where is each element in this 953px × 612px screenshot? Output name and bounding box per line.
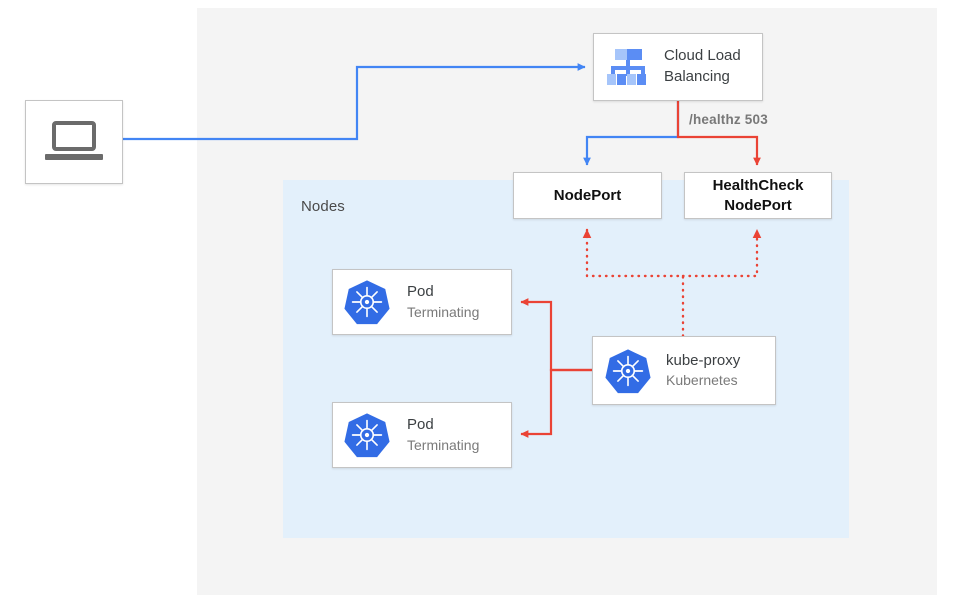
cloud-load-balancing-node[interactable]: Cloud Load Balancing <box>593 33 763 101</box>
pod-status-2: Terminating <box>407 436 480 453</box>
kube-proxy-subtitle: Kubernetes <box>666 372 738 389</box>
kube-proxy-node[interactable]: kube-proxy Kubernetes <box>592 336 776 405</box>
cloud-load-balancing-title-line1: Cloud Load <box>664 47 741 65</box>
kubernetes-icon <box>344 280 390 325</box>
nodes-region-label: Nodes <box>301 198 345 215</box>
healthcheck-nodeport-label: HealthCheck NodePort <box>685 176 831 216</box>
client-laptop-node[interactable] <box>25 100 123 184</box>
cloud-load-balancing-icon <box>605 49 651 85</box>
pod-text-2: Pod Terminating <box>407 415 479 455</box>
pod-text-1: Pod Terminating <box>407 282 479 322</box>
pod-status-1: Terminating <box>407 303 480 320</box>
kube-proxy-text: kube-proxy Kubernetes <box>666 351 740 391</box>
nodeport-node[interactable]: NodePort <box>513 172 662 219</box>
pod-node-1[interactable]: Pod Terminating <box>332 269 512 335</box>
laptop-icon <box>45 121 103 163</box>
cloud-load-balancing-title-line2: Balancing <box>664 68 730 85</box>
healthz-edge-label: /healthz 503 <box>689 112 768 127</box>
pod-title-1: Pod <box>407 283 434 300</box>
pod-node-2[interactable]: Pod Terminating <box>332 402 512 468</box>
nodeport-label: NodePort <box>553 186 622 204</box>
healthcheck-nodeport-label-line2: NodePort <box>724 196 792 214</box>
kube-proxy-title: kube-proxy <box>666 351 741 369</box>
healthcheck-nodeport-node[interactable]: HealthCheck NodePort <box>684 172 832 219</box>
pod-title-2: Pod <box>407 416 434 433</box>
cloud-load-balancing-text: Cloud Load Balancing <box>664 46 741 87</box>
healthcheck-nodeport-label-line1: HealthCheck <box>712 176 804 194</box>
kubernetes-icon <box>344 413 390 458</box>
kubernetes-icon <box>605 348 651 393</box>
